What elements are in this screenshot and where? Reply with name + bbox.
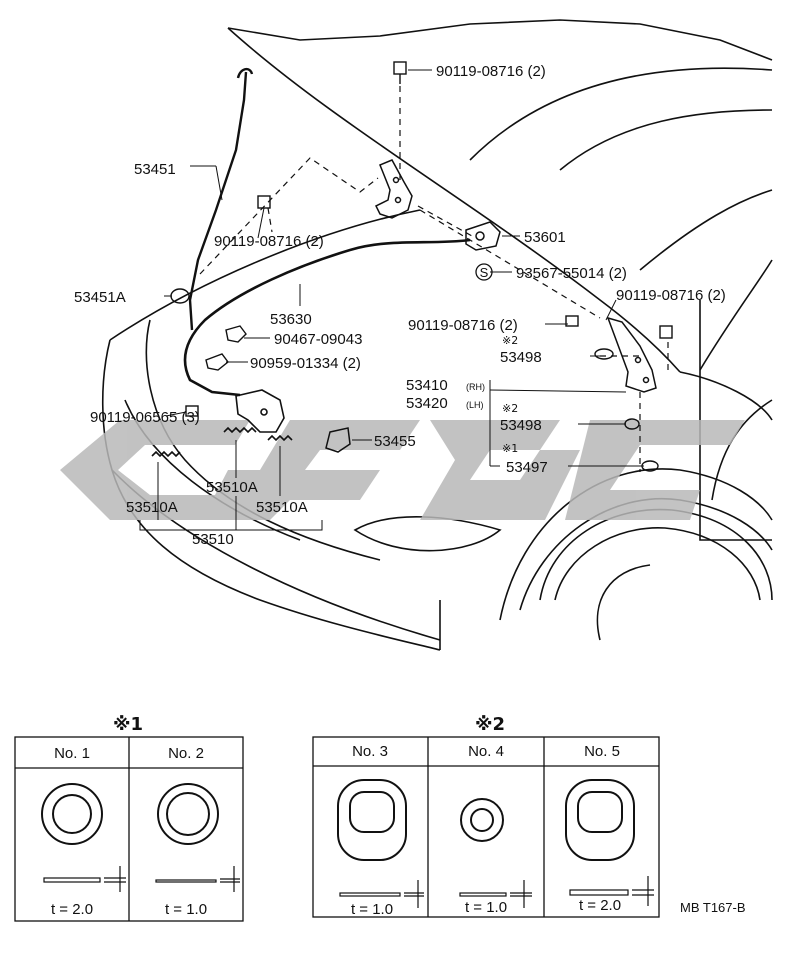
part-labels: 90119-08716 (2) 53451 90119-08716 (2) 53… — [74, 63, 726, 548]
label-53510: 53510 — [192, 531, 234, 548]
hood-latch — [235, 389, 285, 433]
hood-hinge-right — [606, 316, 657, 393]
label-53410: 53410 — [406, 377, 448, 394]
label-53510A-left: 53510A — [126, 499, 178, 516]
table1-mark: ※1 — [113, 714, 143, 735]
label-90119-08716-top: 90119-08716 (2) — [436, 63, 546, 80]
shim-no4-icon — [460, 798, 504, 842]
label-53498-b: 53498 — [500, 417, 542, 434]
hood-bumper-53455 — [325, 427, 351, 453]
cable-clamp-90959 — [205, 353, 229, 371]
cable-clamp-90467 — [225, 325, 247, 343]
label-90119-06565: 90119-06565 (3) — [90, 409, 200, 426]
thickness-no3-icon — [339, 880, 424, 908]
label-93567-55014: 93567-55014 (2) — [516, 265, 627, 282]
note-mark-1: ※1 — [502, 442, 518, 455]
hood-hinge-left — [374, 159, 413, 219]
label-53510A-center: 53510A — [206, 479, 258, 496]
table1-col1-thickness: t = 2.0 — [51, 901, 93, 918]
note-mark-2b: ※2 — [502, 402, 518, 415]
label-53451A: 53451A — [74, 289, 126, 306]
hood-rod-holder — [170, 288, 190, 304]
table1-col2-thickness: t = 1.0 — [165, 901, 207, 918]
diagram-code: MB T167-B — [680, 900, 746, 915]
label-53455: 53455 — [374, 433, 416, 450]
table2-col5-header: No. 5 — [584, 743, 620, 760]
hood-lock-53601 — [465, 221, 501, 251]
springs — [151, 426, 293, 458]
table2-col4-thickness: t = 1.0 — [465, 899, 507, 916]
dashed-guides — [199, 86, 669, 472]
label-53420: 53420 — [406, 395, 448, 412]
table2-col3-header: No. 3 — [352, 743, 388, 760]
table1-col2-header: No. 2 — [168, 745, 204, 762]
label-53497: 53497 — [506, 459, 548, 476]
table2-mark: ※2 — [475, 714, 505, 735]
bolt-icon-top — [393, 61, 407, 84]
thickness-no4-icon — [459, 880, 532, 908]
washer-no1-icon — [41, 783, 103, 845]
note-mark-2a: ※2 — [502, 334, 518, 347]
table1-col1-header: No. 1 — [54, 745, 90, 762]
label-90119-08716-left: 90119-08716 (2) — [214, 233, 324, 250]
thickness-no2-icon — [155, 866, 240, 892]
thickness-no1-icon — [43, 866, 126, 892]
bolt-icon-latch — [185, 405, 199, 417]
s-symbol-text: S — [480, 265, 489, 280]
label-90959-01334: 90959-01334 (2) — [250, 355, 361, 372]
release-cable — [183, 238, 471, 397]
shim-no5-icon — [565, 779, 635, 861]
label-90119-08716-mid: 90119-08716 (2) — [408, 317, 518, 334]
label-53420-side: (LH) — [466, 400, 484, 410]
thickness-no5-icon — [569, 876, 654, 906]
label-90119-08716-right: 90119-08716 (2) — [616, 287, 726, 304]
washer-no2-icon — [157, 783, 219, 845]
s-symbol-icon: S — [475, 263, 493, 281]
table2-col3-thickness: t = 1.0 — [351, 901, 393, 918]
label-53498-a: 53498 — [500, 349, 542, 366]
label-53601: 53601 — [524, 229, 566, 246]
table2-col5-thickness: t = 2.0 — [579, 897, 621, 914]
leader-lines — [139, 69, 644, 531]
table-note-1: ※1 No. 1 No. 2 t = 2.0 t = 1.0 — [14, 714, 244, 922]
table2-col4-header: No. 4 — [468, 743, 504, 760]
label-90467-09043: 90467-09043 — [274, 331, 362, 348]
table-note-2: ※2 No. 3 No. 4 No. 5 — [312, 714, 660, 918]
hood-support-rod — [188, 67, 254, 331]
watermark-logo — [60, 420, 745, 520]
label-53410-side: (RH) — [466, 382, 485, 392]
label-53510A-right: 53510A — [256, 499, 308, 516]
label-53451: 53451 — [134, 161, 176, 178]
shim-no3-icon — [337, 779, 407, 861]
label-53630: 53630 — [270, 311, 312, 328]
bolt-icon-right — [565, 315, 673, 339]
